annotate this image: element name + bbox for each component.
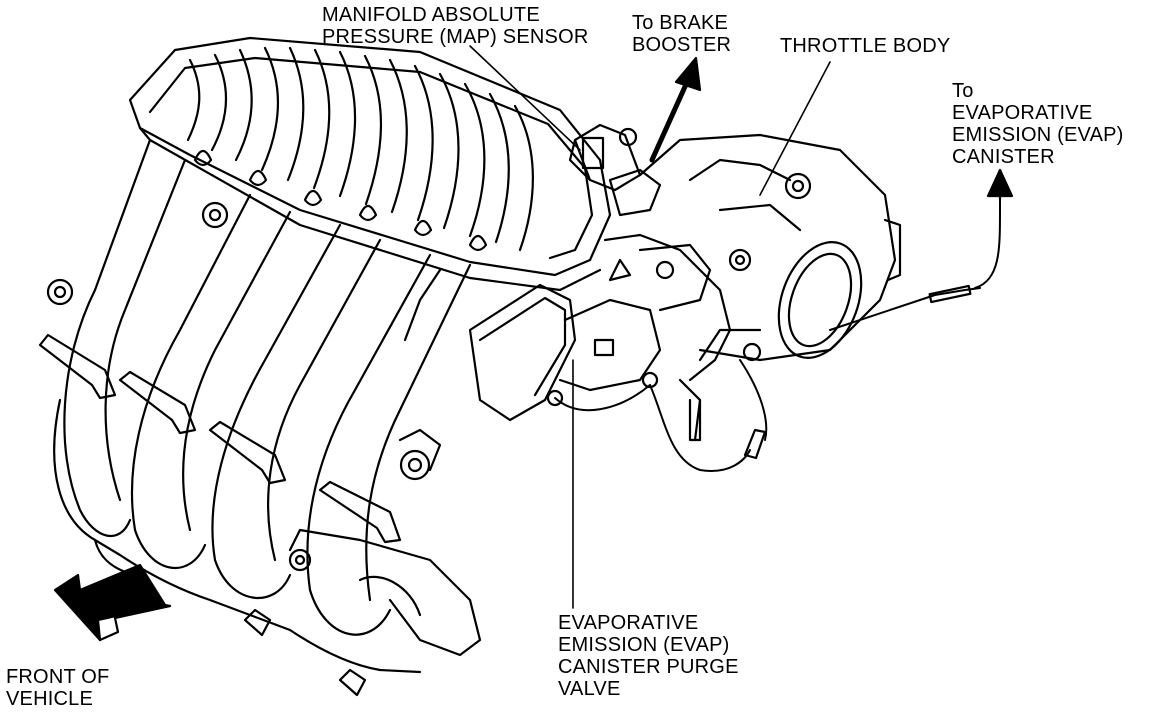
evap-purge-valve xyxy=(468,283,662,422)
to-brake-booster-arrow xyxy=(649,56,702,163)
intake-plenum xyxy=(128,36,612,292)
purge-valve-label: EVAPORATIVE EMISSION (EVAP) CANISTER PUR… xyxy=(558,612,739,700)
to-evap-canister-arrow xyxy=(986,168,1014,202)
evap-hoses xyxy=(554,194,1001,472)
map-sensor-label: MANIFOLD ABSOLUTE PRESSURE (MAP) SENSOR xyxy=(322,4,589,48)
front-of-vehicle-arrow xyxy=(53,563,172,642)
front-of-vehicle-label: FRONT OF VEHICLE xyxy=(6,666,110,710)
throttle-body xyxy=(638,133,902,362)
leader-lines xyxy=(469,45,831,609)
intake-runners xyxy=(38,138,482,697)
throttle-bracket xyxy=(603,168,732,442)
evap-canister-label: To EVAPORATIVE EMISSION (EVAP) CANISTER xyxy=(952,80,1124,168)
throttle-body-label: THROTTLE BODY xyxy=(780,35,951,57)
brake-booster-label: To BRAKE BOOSTER xyxy=(632,12,732,56)
